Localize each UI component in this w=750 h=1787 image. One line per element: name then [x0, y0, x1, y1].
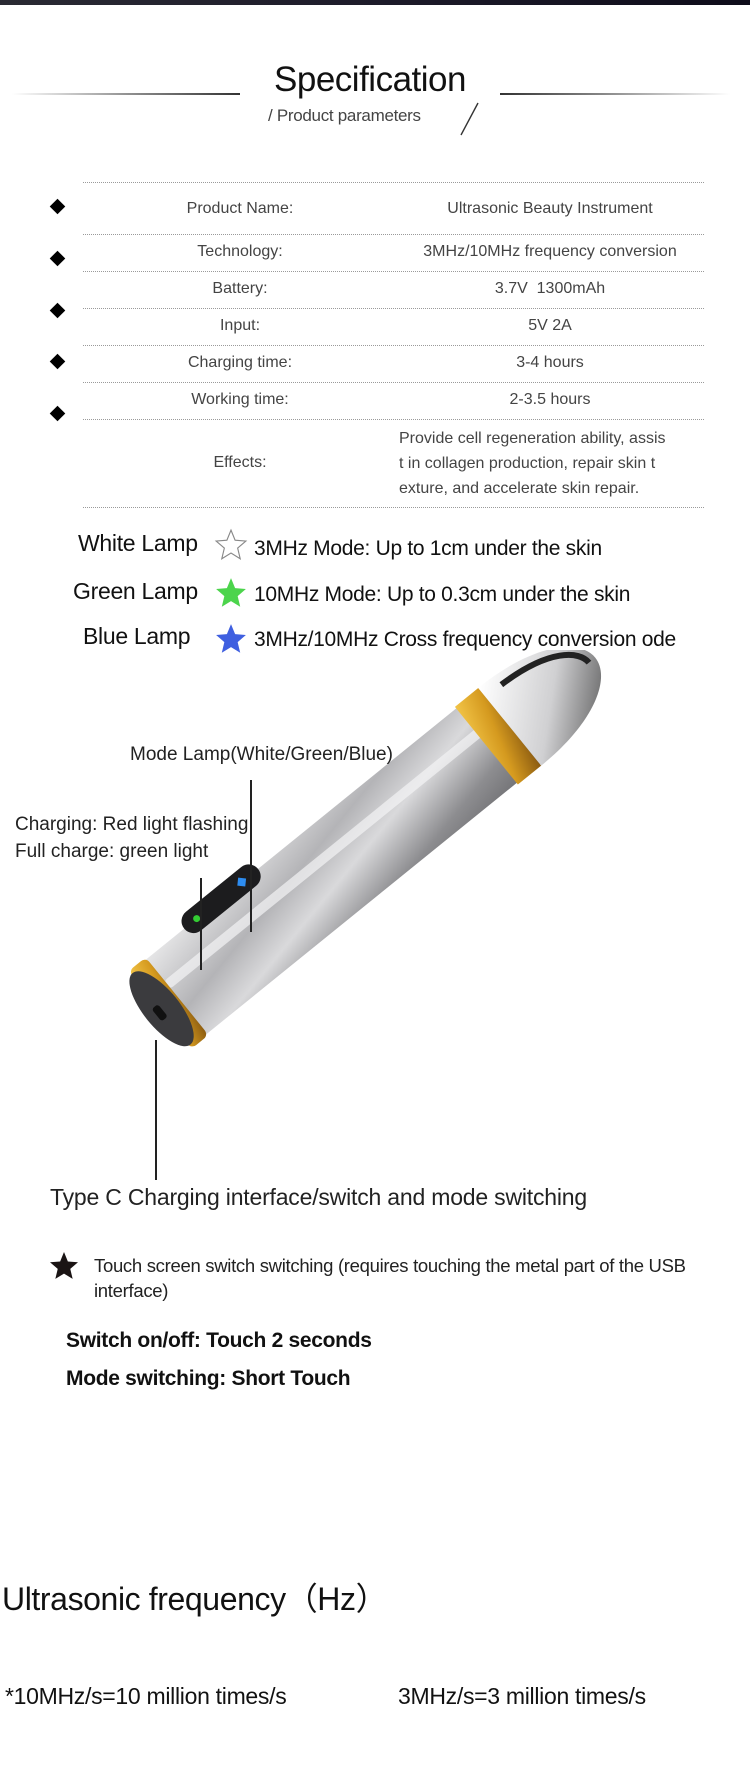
diamond-icon [49, 353, 66, 370]
page-subtitle: / Product parameters [268, 106, 421, 125]
callout-charging-line-1: Charging: Red light flashing [15, 814, 249, 835]
spec-value-battery: 3.7V 1300mAh [494, 280, 606, 297]
frequency-note-10mhz: *10MHz/s=10 million times/s [5, 1683, 287, 1709]
spec-label-technology: Technology: [197, 243, 283, 260]
lamp-name-blue: Blue Lamp [83, 623, 191, 649]
spec-label-working-time: Working time: [191, 391, 289, 408]
spec-label-product-name: Product Name: [186, 200, 294, 217]
spec-value-product-name: Ultrasonic Beauty Instrument [447, 200, 653, 217]
row-divider [83, 507, 704, 508]
spec-value-effects: Provide cell regeneration ability, assis… [399, 426, 704, 501]
star-filled-icon [50, 1252, 78, 1279]
header-line-right [500, 93, 730, 95]
row-divider [83, 182, 704, 183]
callout-charging-line-2: Full charge: green light [15, 841, 209, 862]
switch-onoff-instruction: Switch on/off: Touch 2 seconds [66, 1329, 372, 1352]
pointer-mode-lamp [250, 780, 252, 932]
effects-line: Provide cell regeneration ability, assis [399, 430, 666, 447]
callout-mode-lamp: Mode Lamp(White/Green/Blue) [130, 744, 393, 765]
spec-label-effects: Effects: [213, 454, 267, 471]
callout-typec: Type C Charging interface/switch and mod… [50, 1184, 587, 1210]
frequency-title: Ultrasonic frequency（Hz） [2, 1581, 388, 1617]
row-divider [83, 419, 704, 420]
row-divider [83, 345, 704, 346]
diamond-icon [49, 302, 66, 319]
header-line-left [12, 93, 240, 95]
frequency-note-3mhz: 3MHz/s=3 million times/s [398, 1683, 646, 1709]
row-divider [83, 382, 704, 383]
spec-value-charging-time: 3-4 hours [516, 354, 584, 371]
spec-value-working-time: 2-3.5 hours [509, 391, 591, 408]
lamp-name-green: Green Lamp [73, 578, 198, 604]
page-title: Specification [274, 60, 466, 99]
star-outline-icon [214, 528, 248, 560]
touch-description: Touch screen switch switching (requires … [94, 1255, 686, 1301]
spec-label-charging-time: Charging time: [187, 354, 293, 371]
spec-label-battery: Battery: [212, 280, 268, 297]
spec-label-input: Input: [219, 317, 261, 334]
lamp-desc-white: 3MHz Mode: Up to 1cm under the skin [254, 537, 602, 560]
diamond-icon [49, 198, 66, 215]
row-divider [83, 308, 704, 309]
star-filled-icon [216, 578, 246, 607]
diamond-icon [49, 405, 66, 422]
pointer-charging [200, 878, 202, 970]
star-filled-icon [216, 624, 246, 653]
top-bar [0, 0, 750, 5]
callout-charging: Charging: Red light flashing Full charge… [15, 811, 248, 865]
mode-switching-instruction: Mode switching: Short Touch [66, 1367, 351, 1390]
slash-decoration [460, 102, 479, 136]
row-divider [83, 271, 704, 272]
lamp-name-white: White Lamp [78, 530, 198, 556]
row-divider [83, 234, 704, 235]
effects-line: t in collagen production, repair skin t [399, 455, 656, 472]
spec-value-input: 5V 2A [528, 317, 572, 334]
lamp-desc-blue: 3MHz/10MHz Cross frequency conversion od… [254, 628, 676, 651]
diamond-icon [49, 250, 66, 267]
pointer-typec [155, 1040, 157, 1180]
lamp-desc-green: 10MHz Mode: Up to 0.3cm under the skin [254, 583, 631, 606]
product-image [129, 650, 602, 1047]
effects-line: exture, and accelerate skin repair. [399, 480, 640, 497]
spec-value-technology: 3MHz/10MHz frequency conversion [423, 243, 677, 260]
